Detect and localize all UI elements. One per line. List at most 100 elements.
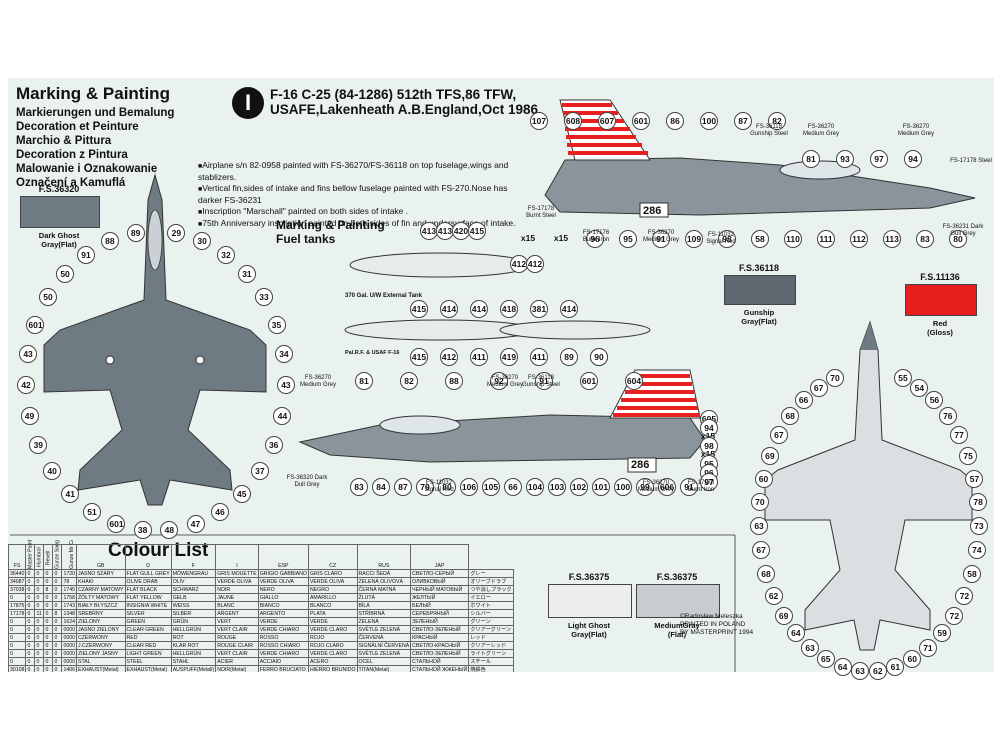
swatch-code: F.S.36375 xyxy=(568,572,610,582)
colour-table-cell: グレー xyxy=(468,569,514,578)
callout-number: 40 xyxy=(43,462,62,481)
callout-number: 97 xyxy=(870,150,888,168)
colour-table-cell: 0 xyxy=(8,641,27,650)
colour-table-cell: ROUGE CLAIR xyxy=(215,641,259,650)
callout-number: 41 xyxy=(61,484,80,503)
colour-table-cell: 0 xyxy=(52,665,63,672)
colour-table-cell: FERRO BRUCIATO xyxy=(257,665,309,672)
colour-table-cell: ČERVENÁ xyxy=(356,633,412,642)
callout-number: 88 xyxy=(100,231,119,250)
callout-number: 60 xyxy=(903,649,922,668)
heading-translation: Decoration z Pintura xyxy=(16,149,128,161)
callout-number: 91 xyxy=(652,230,670,248)
colour-table-cell: 8 xyxy=(52,609,63,618)
colour-table-cell: SVĚTLE ZELENÁ xyxy=(356,625,412,634)
callout-number: 98 xyxy=(700,437,718,455)
callout-number: 62 xyxy=(764,586,783,605)
heading-translation: Markierungen und Bemalung xyxy=(16,107,175,119)
callout-number: 99 xyxy=(636,478,654,496)
colour-table-head-cell: Humbrol xyxy=(34,544,44,570)
colour-table-cell: 0 xyxy=(43,577,54,586)
colour-table-cell: SILBER xyxy=(170,609,217,618)
colour-table-cell: ŻÓŁTY MATOWY xyxy=(75,593,126,602)
callout-number: 414 xyxy=(560,300,578,318)
colour-table-cell: GRIS MOUETTE xyxy=(215,569,259,578)
callout-number: 601 xyxy=(632,112,650,130)
colour-table-cell: KHAKI xyxy=(75,577,126,586)
swatch-name: Gunship Gray(Flat) xyxy=(741,308,777,326)
heading-translation: Označení a Kamuflá xyxy=(16,177,126,189)
credit-line: BY MASTERPRINT 1994 xyxy=(680,629,754,636)
callout-number: 63 xyxy=(750,517,769,536)
callout-number: 37 xyxy=(250,462,269,481)
colour-table-cell: BLANCO xyxy=(307,601,358,610)
colour-table-cell: BIANCO xyxy=(257,601,309,610)
colour-table-cell: 0 xyxy=(43,665,54,672)
colour-table-cell: 焼鉄色 xyxy=(468,665,514,672)
callout-number: 69 xyxy=(760,446,779,465)
colour-table-cell: GRÜN xyxy=(170,617,217,626)
colour-table-cell: VERT xyxy=(215,617,259,626)
colour-table-cell: 0 xyxy=(25,665,36,672)
callout-number: 78 xyxy=(969,493,988,512)
colour-table-cell: 0 xyxy=(43,625,54,634)
colour-table-head-cell: CZ xyxy=(307,544,358,570)
colour-table-cell: 0 xyxy=(8,617,27,626)
colour-table-cell: VERDE CLARO xyxy=(307,649,358,658)
callout-number: 107 xyxy=(530,112,548,130)
colour-table-cell: 0 xyxy=(52,657,63,666)
callout-number: 110 xyxy=(784,230,802,248)
colour-table-cell: 8 xyxy=(43,585,54,594)
colour-table-cell: BLANC xyxy=(215,601,259,610)
swatch-code: F.S.11136 xyxy=(920,272,960,282)
heading-translation: Decoration et Peinture xyxy=(16,121,139,133)
callout-number: 98 xyxy=(718,230,736,248)
colour-table-cell: 0 xyxy=(52,641,63,650)
colour-table-cell: CZERWONY xyxy=(75,633,126,642)
callout-number: 48 xyxy=(160,521,179,540)
colour-table-cell: 0 xyxy=(34,569,45,578)
fs-label: FS-36118 Gunship Steel xyxy=(522,375,560,388)
colour-table-cell: 0 xyxy=(25,585,36,594)
colour-table-cell: 34087 xyxy=(8,577,27,586)
colour-table-cell: SREBRNY xyxy=(75,609,126,618)
callout-number: 381 xyxy=(530,300,548,318)
colour-table-cell: 0 xyxy=(43,641,54,650)
colour-table-cell: HELLGRÜN xyxy=(170,649,217,658)
callout-number: 64 xyxy=(833,657,852,676)
colour-table-cell: 1758 xyxy=(61,593,77,602)
colour-table-cell: EXHAUST(Metal) xyxy=(124,665,172,672)
callout-number: 29 xyxy=(167,223,186,242)
colour-table-head-cell: JAP xyxy=(410,544,470,570)
colour-table-cell: 0 xyxy=(8,625,27,634)
colour-table-cell: レッド xyxy=(468,633,514,642)
colour-table-cell: オリーブドラブ xyxy=(468,577,514,586)
callout-number: 95 xyxy=(619,230,637,248)
tail-number-upper: 286 xyxy=(643,205,662,217)
callout-number: 89 xyxy=(126,223,145,242)
colour-table-cell: 0 xyxy=(43,633,54,642)
callout-number: 66 xyxy=(504,478,522,496)
callout-number: 83 xyxy=(916,230,934,248)
callout-number: 32 xyxy=(217,245,235,264)
colour-table-cell: FLAT YELLOW xyxy=(124,593,172,602)
callout-number: 91 xyxy=(76,245,95,264)
colour-table-cell: 78 xyxy=(61,577,77,586)
main-heading: Marking & Painting xyxy=(16,84,170,103)
colour-table-cell: ROT xyxy=(170,633,217,642)
callout-number: 607 xyxy=(598,112,616,130)
callout-number: 80 xyxy=(949,230,967,248)
colour-table-head-cell: Gunze Mr Color xyxy=(61,540,77,570)
colour-table-cell: つや消しブラック xyxy=(468,585,514,594)
colour-table-cell: SIGNÁLNÍ ČERVENÁ xyxy=(356,641,412,650)
callout-number: 75 xyxy=(959,446,978,465)
colour-table-cell: RED xyxy=(124,633,172,642)
colour-table-cell: 0 xyxy=(25,625,36,634)
fs-label: FS-36270 Medium Grey xyxy=(897,124,934,137)
colour-table-cell: EXHAUST(Metal) xyxy=(75,665,126,672)
bottom-plan-view xyxy=(764,320,973,651)
callout-number: 64 xyxy=(786,624,805,643)
